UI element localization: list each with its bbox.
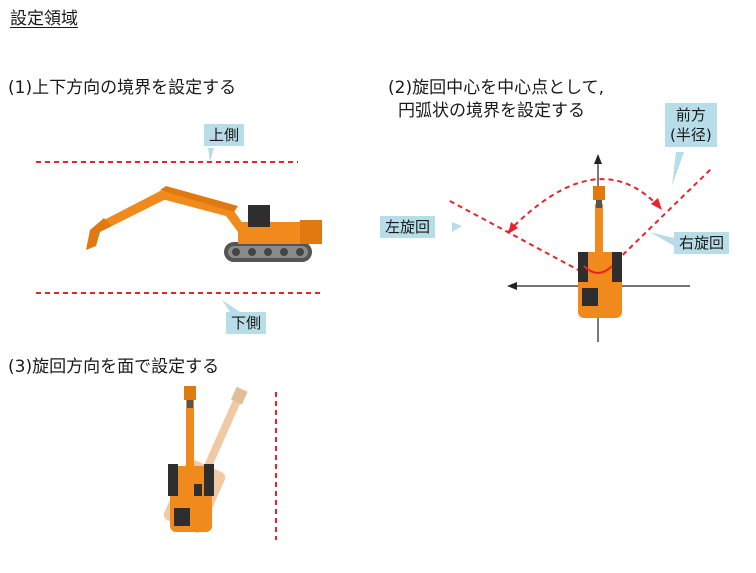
front-radius-label: 前方 (半径): [665, 103, 717, 147]
excavator-top-icon-section3: [168, 386, 214, 532]
left-swing-label: 左旋回: [380, 216, 436, 238]
left-swing-boundary: [447, 199, 598, 281]
excavator-top-icon: [578, 186, 622, 318]
section2-heading-line1: (2)旋回中心を中心点として,: [388, 78, 604, 98]
section3-heading: (3)旋回方向を面で設定する: [8, 357, 220, 377]
upper-side-label: 上側: [204, 124, 245, 146]
left-arrow-icon: [507, 282, 517, 290]
right-swing-label: 右旋回: [674, 232, 730, 254]
radius-arc: [507, 178, 661, 233]
page-title: 設定領域: [10, 9, 78, 29]
lower-side-label: 下側: [226, 312, 267, 334]
section2-heading-line2: 円弧状の境界を設定する: [398, 101, 585, 121]
excavator-side-icon: [86, 186, 322, 262]
front-label-line2: (半径): [670, 126, 712, 144]
front-label-line1: 前方: [675, 106, 706, 124]
section1-heading: (1)上下方向の境界を設定する: [8, 78, 237, 98]
up-arrow-icon: [594, 154, 602, 164]
